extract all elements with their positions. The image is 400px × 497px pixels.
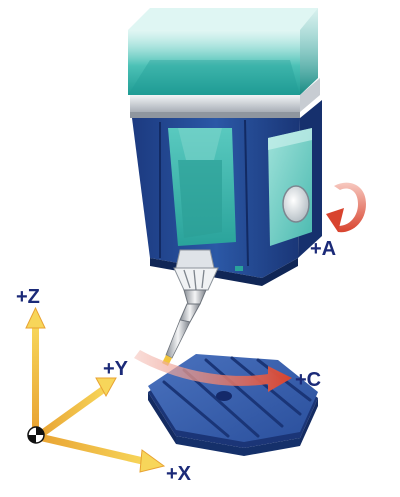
a-axis-label: +A bbox=[310, 238, 336, 260]
table-center-bore bbox=[216, 391, 232, 401]
cutting-tool bbox=[162, 303, 201, 366]
y-axis-label: +Y bbox=[103, 358, 129, 380]
spindle-column bbox=[128, 8, 318, 95]
spindle-head bbox=[132, 100, 322, 286]
c-axis-label: +C bbox=[295, 369, 321, 391]
origin-marker bbox=[27, 426, 45, 444]
y-axis-arrow bbox=[38, 377, 117, 438]
coordinate-axes bbox=[25, 306, 166, 473]
z-axis-arrow bbox=[25, 306, 46, 432]
spindle-collar bbox=[130, 78, 320, 118]
x-axis-arrow bbox=[36, 433, 166, 473]
spindle-nose bbox=[173, 249, 243, 305]
a-rotation-arrow bbox=[326, 182, 366, 233]
z-axis-label: +Z bbox=[16, 286, 40, 308]
c-rotation-arrow bbox=[134, 350, 292, 392]
x-axis-label: +X bbox=[166, 463, 192, 485]
indicator-lamp bbox=[282, 185, 310, 223]
